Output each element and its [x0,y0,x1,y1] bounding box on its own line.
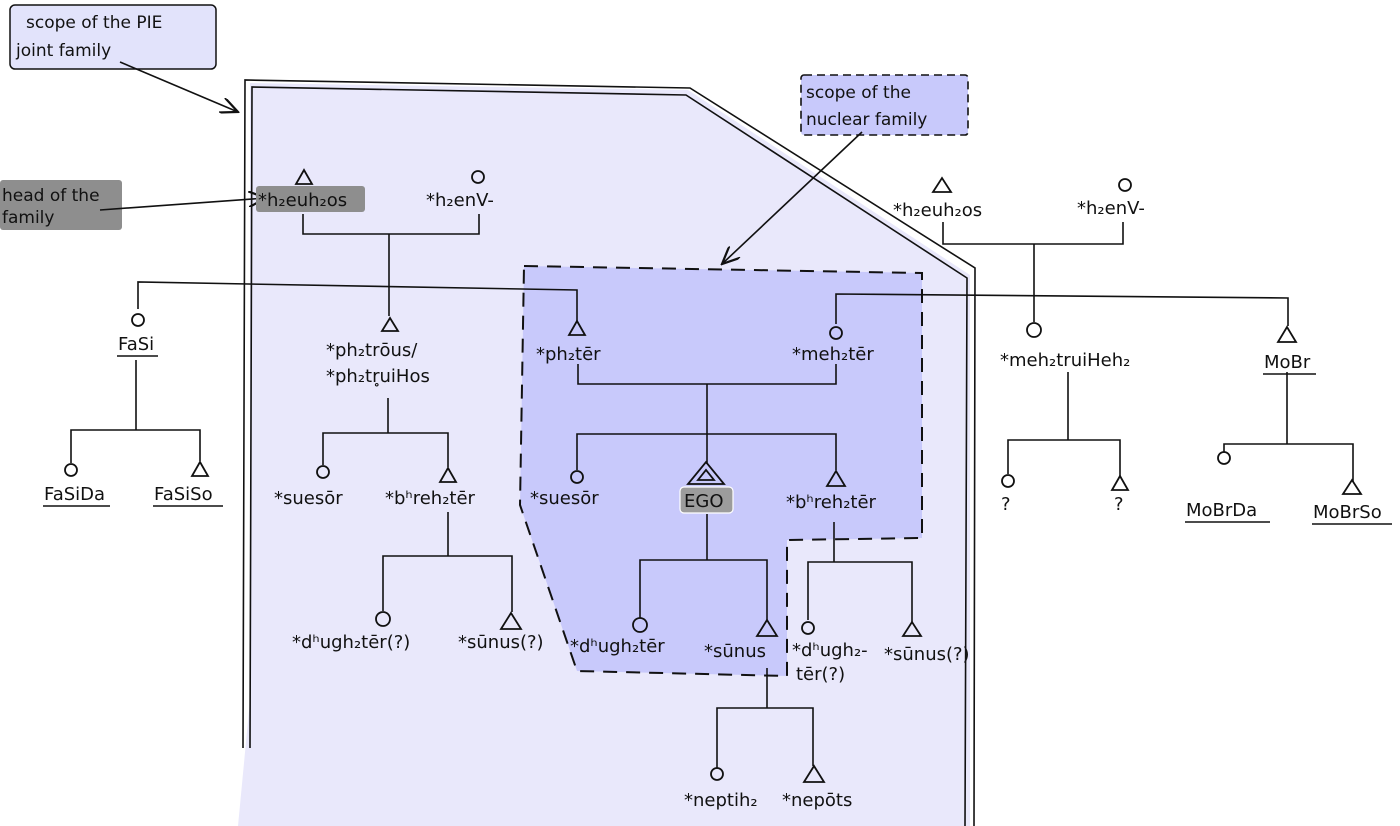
brother-son-triangle-icon [901,620,923,637]
mother-label: *meh₂tēr [792,344,874,365]
head-callout-line1: head of the [2,186,100,206]
mobrso-label: MoBrSo [1313,502,1382,523]
uncle-daughter-circle-icon [316,465,330,479]
father-triangle-icon [567,319,587,336]
joint-family-callout-box [9,4,217,70]
kinship-lines [70,214,1354,768]
uncle-granddaughter-label: *dʰugh₂tēr(?) [292,632,410,653]
brother-label: *bʰreh₂tēr [786,492,877,513]
paternal-uncle-triangle-icon [380,316,400,332]
ego-children-line [639,559,768,620]
maternal-grandfather-triangle-icon [931,176,953,193]
fasi-circle-icon [131,313,145,327]
uncle-grandson-label: *sūnus(?) [458,632,544,653]
uncle-son-triangle-icon [438,466,458,483]
nuclear-family-callout-line1: scope of the [806,83,911,103]
nuclear-family-callout: scope of the nuclear family [722,74,969,264]
fasida-label: FaSiDa [44,484,105,505]
ego-son-label: *sūnus [704,641,766,662]
fasi-children-line [70,429,201,463]
brother-daughter-label-line2: tēr(?) [796,664,845,685]
father-label: *ph₂tēr [536,344,601,365]
brother-daughter-label-line1: *dʰugh₂- [792,640,868,661]
grandson-triangle-icon [802,764,826,783]
uncle-grandchildren-line [382,555,513,612]
joint-family-callout-arrow [119,61,238,112]
ego-highlight [679,486,734,514]
ego-triangle-icon [686,460,726,485]
joint-family-border-inner [249,86,968,826]
fasida-circle-icon [64,463,78,477]
fasiso-triangle-icon [190,460,210,477]
ego-grandchildren-line [716,707,814,768]
paternal-grandfather-triangle-icon [294,168,314,185]
ego-label: EGO [684,491,724,512]
sister-circle-icon [570,470,584,484]
kin-symbols [64,168,1363,783]
mother-siblings-line [835,293,1289,326]
maternal-aunt-daughter-label: ? [1001,494,1011,515]
head-callout: head of the family [0,180,266,230]
paternal-grandparents-marriage-line [302,214,480,235]
maternal-aunt-label: *meh₂truiHeh₂ [1000,350,1130,371]
fasi-label: FaSi [118,334,154,355]
brother-daughter-circle-icon [801,621,815,635]
head-callout-line2: family [2,208,54,228]
joint-family-callout: scope of the PIE joint family [9,4,238,112]
ego-triangle-inner-icon [696,468,716,481]
maternal-grandmother-label: *h₂enV- [1077,198,1145,219]
joint-family-callout-line1: scope of the PIE [26,13,162,33]
joint-family-callout-line2: joint family [15,41,111,61]
uncle-granddaughter-circle-icon [375,611,391,627]
nuclear-family-callout-box [800,74,969,136]
nuclear-family-scope [518,264,923,678]
nuclear-family-callout-arrow [722,131,863,264]
head-highlight [256,186,365,212]
maternal-grandmother-circle-icon [1118,178,1132,192]
paternal-uncle-label-line1: *ph₂trōus/ [326,340,418,361]
head-callout-box [0,180,122,230]
joint-family-border-outer [242,79,976,826]
nuclear-family-callout-line2: nuclear family [806,110,927,130]
uncle-grandson-triangle-icon [499,611,523,630]
fasiso-label: FaSiSo [154,484,213,505]
granddaughter-label: *neptih₂ [684,790,758,811]
uncle-daughter-label: *suesōr [274,488,343,509]
father-siblings-line [137,281,578,322]
granddaughter-circle-icon [710,767,724,781]
mobr-label: MoBr [1264,352,1311,373]
maternal-grandfather-label: *h₂euh₂os [893,200,982,221]
paternal-grandmother-circle-icon [471,170,485,184]
sister-label: *suesōr [530,488,599,509]
maternal-aunt-children-line [1007,439,1121,476]
ego-daughter-label: *dʰugh₂tēr [570,636,665,657]
uncle-children-line [322,432,449,467]
brother-son-label: *sūnus(?) [884,644,970,665]
maternal-aunt-son-label: ? [1114,494,1124,515]
brother-triangle-icon [825,469,847,487]
maternal-aunt-son-triangle-icon [1110,474,1130,491]
ego-daughter-circle-icon [632,617,648,633]
paternal-uncle-label-line2: *ph₂tr̥uiHos [326,366,430,387]
paternal-grandfather-label: *h₂euh₂os [258,190,347,211]
maternal-aunt-daughter-circle-icon [1001,474,1015,488]
uncle-son-label: *bʰreh₂tēr [385,488,476,509]
grandson-label: *nepōts [782,790,852,811]
ego-son-triangle-icon [755,618,779,637]
paternal-grandmother-label: *h₂enV- [426,190,494,211]
head-callout-arrow [99,198,266,211]
brother-children-line [807,561,913,622]
mobr-triangle-icon [1276,325,1298,343]
mobrda-label: MoBrDa [1186,500,1257,521]
mother-circle-icon [829,326,843,340]
mobrda-circle-icon [1217,451,1231,465]
kin-labels: *h₂euh₂os *h₂enV- FaSi FaSiDa FaSiSo *ph… [43,190,1392,811]
mobr-children-line [1223,443,1354,482]
siblings-line [576,433,837,470]
maternal-grandparents-marriage-line [942,222,1124,245]
mobrso-triangle-icon [1341,478,1363,495]
maternal-aunt-circle-icon [1026,322,1042,338]
